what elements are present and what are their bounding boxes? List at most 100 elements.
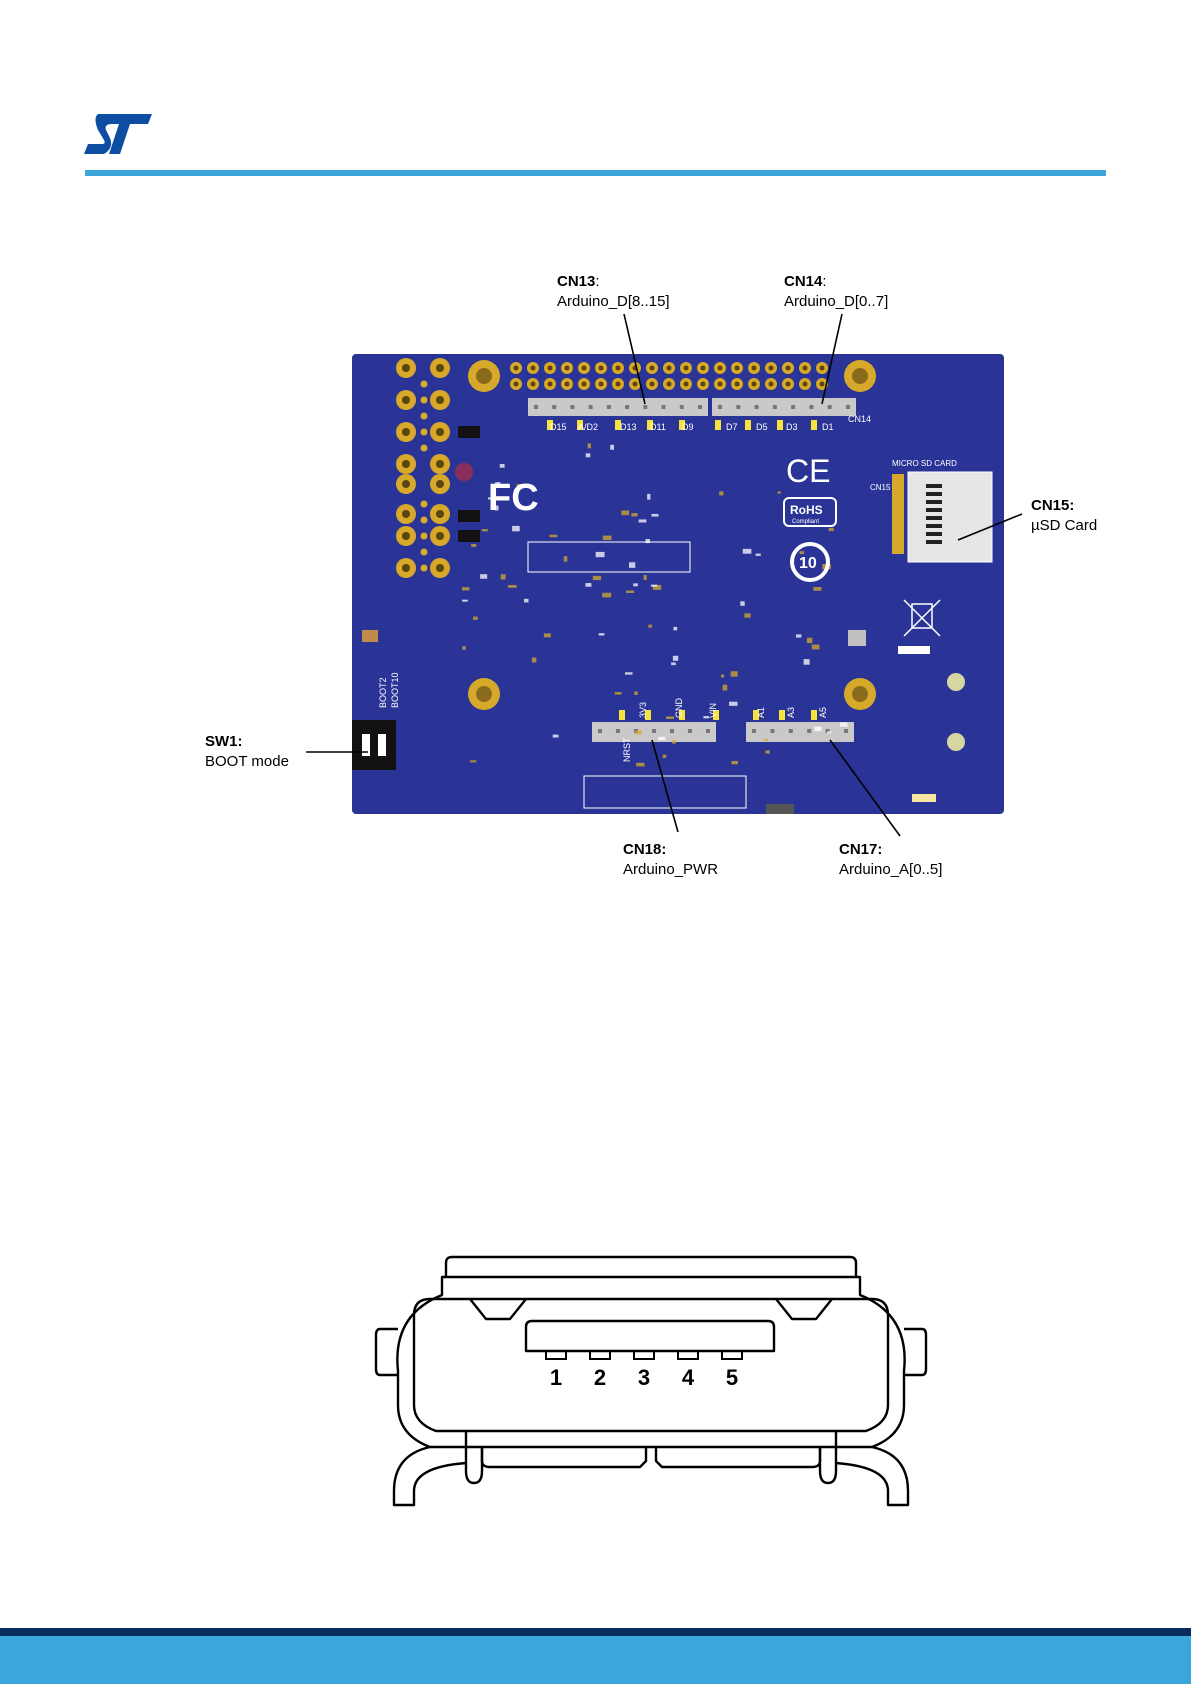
pcb [352, 354, 1004, 814]
header-pin [718, 405, 722, 409]
rohs-sub: Compliant [792, 519, 819, 525]
smd-part [672, 740, 676, 744]
header-pin [789, 729, 793, 733]
sw1-switch [352, 720, 396, 770]
left-small-pad [421, 397, 428, 404]
smd-part [544, 633, 551, 637]
yellow-pad [745, 420, 751, 430]
morpho-pad-hole [633, 366, 638, 371]
yellow-pad [811, 710, 817, 720]
yellow-pad [619, 710, 625, 720]
morpho-pad-hole [531, 366, 536, 371]
smd-part [829, 528, 834, 531]
yellow-pad [811, 420, 817, 430]
cn18-pin-label-1: 3V3 [638, 702, 648, 718]
header-pin [534, 405, 538, 409]
smd-part [602, 593, 611, 598]
header-pin [552, 405, 556, 409]
footer-band-dark [0, 1628, 1191, 1636]
morpho-pad-hole [650, 382, 655, 387]
smd-part [470, 760, 476, 762]
smd-part [796, 634, 801, 637]
smd-part [673, 627, 677, 631]
sd-pads [892, 474, 904, 554]
smd-part [621, 510, 629, 515]
foot-right-inner [820, 1431, 836, 1483]
smd-part [633, 583, 638, 586]
smd-part [651, 514, 658, 517]
silk-pad [912, 794, 936, 802]
smd-part [827, 731, 831, 733]
smd-part [635, 731, 642, 735]
morpho-pad-hole [565, 382, 570, 387]
silk-bar [898, 646, 930, 654]
left-pad-hole [402, 460, 410, 468]
smd-part [473, 617, 478, 620]
morpho-pad-hole [599, 382, 604, 387]
cn17-pin-label-0: A1 [756, 707, 766, 718]
smd-part [588, 443, 591, 448]
smd-part [471, 544, 476, 547]
cn18-pin-label-0: NRST [622, 737, 632, 762]
left-small-pad [421, 565, 428, 572]
morpho-pad-hole [803, 382, 808, 387]
header-pin [698, 405, 702, 409]
ic-package [458, 530, 480, 542]
morpho-pad-hole [786, 366, 791, 371]
header-pin [844, 729, 848, 733]
smd-part [644, 575, 647, 580]
morpho-pad-hole [701, 366, 706, 371]
left-small-pad [421, 533, 428, 540]
smd-part [462, 646, 466, 650]
morpho-pad-hole [820, 382, 825, 387]
cn13-pin-label-1: A/D2 [578, 422, 598, 432]
smd-part [532, 658, 536, 663]
usb-connector-drawing: 1 2 3 4 5 [370, 1255, 932, 1507]
sd-contact [926, 540, 942, 544]
smd-part [666, 716, 674, 719]
sw1-lever-2 [378, 734, 386, 756]
smd-part [804, 659, 810, 665]
smd-part [599, 633, 605, 635]
left-small-pad [421, 381, 428, 388]
latch-right [776, 1299, 832, 1319]
header-pin [670, 729, 674, 733]
smd-part [482, 529, 488, 531]
cn13-pin-label-0: D15 [550, 422, 567, 432]
morpho-pad-hole [599, 366, 604, 371]
smd-part [673, 656, 678, 661]
callout-cn13: CN13: Arduino_D[8..15] [557, 272, 670, 312]
smd-part [763, 739, 768, 741]
morpho-pad-hole [616, 382, 621, 387]
capacitor [362, 630, 378, 642]
footer-band-light [0, 1636, 1191, 1684]
header-pin [570, 405, 574, 409]
smd-part [744, 613, 750, 617]
morpho-pad-hole [769, 366, 774, 371]
smd-part [740, 601, 744, 606]
left-pad-hole [402, 564, 410, 572]
callout-cn18: CN18: Arduino_PWR [623, 840, 718, 880]
shell-top [446, 1257, 856, 1277]
morpho-pad-hole [531, 382, 536, 387]
boot-label-0: BOOT2 [378, 677, 388, 708]
sd-contact [926, 508, 942, 512]
smd-part [634, 691, 637, 695]
callout-cn17: CN17: Arduino_A[0..5] [839, 840, 942, 880]
smd-part [462, 600, 468, 602]
morpho-pad-hole [514, 366, 519, 371]
sd-contact [926, 500, 942, 504]
cn14-pin-label-2: D3 [786, 422, 798, 432]
header-pin [770, 729, 774, 733]
header-pin [706, 729, 710, 733]
smd-part [729, 702, 737, 706]
morpho-pad-hole [514, 382, 519, 387]
smd-part [658, 737, 665, 740]
morpho-pad-hole [548, 382, 553, 387]
cn14-pin-label-3: D1 [822, 422, 834, 432]
smd-part [721, 674, 724, 677]
ear-right [904, 1329, 926, 1375]
header-rule [85, 170, 1106, 176]
smd-part [508, 585, 517, 588]
morpho-pad-hole [667, 382, 672, 387]
